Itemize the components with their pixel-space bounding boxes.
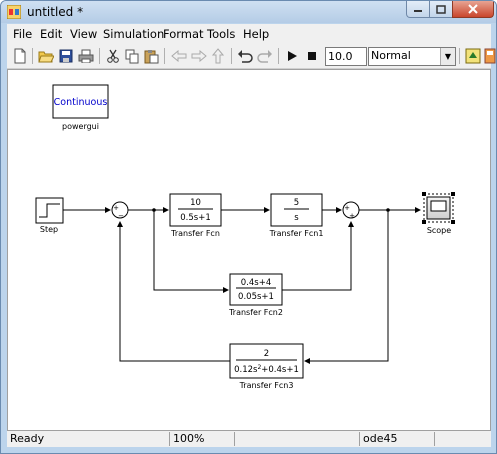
signal-tf2-to-sum2[interactable] [282, 221, 354, 291]
print-icon [78, 49, 94, 63]
branch-points [152, 208, 390, 212]
tf2-numerator: 0.4s+4 [241, 278, 271, 288]
scope-label: Scope [427, 226, 451, 235]
stop-icon [308, 52, 316, 60]
status-empty-2 [434, 432, 488, 446]
status-solver: ode45 [359, 432, 433, 446]
menu-help[interactable]: Help [243, 27, 270, 41]
sum2-plus-sign: + [344, 204, 350, 212]
open-button[interactable] [37, 47, 55, 65]
paste-icon [144, 49, 158, 63]
chevron-down-icon: ▼ [440, 48, 455, 65]
title-bar[interactable]: untitled * [1, 1, 496, 23]
new-file-icon [14, 48, 26, 64]
up-button[interactable] [209, 47, 227, 65]
sum1-minus-sign: − [118, 212, 124, 220]
start-simulation-button[interactable] [283, 47, 301, 65]
tf3-numerator: 2 [264, 349, 269, 359]
forward-button[interactable] [190, 47, 208, 65]
powergui-label: powergui [62, 122, 99, 131]
library-icon [484, 48, 496, 64]
tf-label: Transfer Fcn [170, 229, 220, 238]
toolbar: Normal ▼ [7, 44, 496, 69]
maximize-icon [436, 4, 446, 14]
menu-simulation[interactable]: Simulation [103, 27, 165, 41]
close-button[interactable] [452, 1, 494, 18]
signal-lines [63, 207, 421, 364]
tf3-label: Transfer Fcn3 [239, 381, 294, 390]
library-browser-button[interactable] [481, 47, 496, 65]
tf-numerator: 10 [190, 198, 201, 208]
transfer-fcn-block[interactable]: 10 0.5s+1 Transfer Fcn [169, 193, 222, 238]
copy-button[interactable] [123, 47, 141, 65]
stop-time-input[interactable] [325, 47, 367, 66]
step-label: Step [40, 225, 58, 234]
status-ready: Ready [10, 432, 45, 445]
back-button[interactable] [170, 47, 188, 65]
tf1-numerator: 5 [294, 198, 299, 208]
step-block[interactable]: Step [35, 197, 64, 234]
sum2-plus-sign-2: + [349, 212, 355, 220]
block-diagram: Continuous powergui Step + − 10 0.5s+1 [35, 84, 455, 390]
new-button[interactable] [11, 47, 29, 65]
open-folder-icon [38, 51, 54, 63]
sum-block-1[interactable]: + − [111, 201, 129, 220]
arrow-right-icon [191, 50, 207, 62]
simulink-app-icon [7, 5, 21, 19]
tf2-denominator: 0.05s+1 [238, 292, 274, 302]
status-bar: Ready 100% ode45 [7, 431, 491, 447]
signal-feedback-to-tf3[interactable] [304, 210, 389, 364]
simulation-mode-value: Normal [371, 49, 411, 62]
paste-button[interactable] [142, 47, 160, 65]
close-icon [468, 4, 478, 14]
arrow-up-icon [212, 48, 224, 64]
minimize-button[interactable] [406, 1, 430, 18]
minimize-icon [414, 10, 422, 12]
simulation-mode-select[interactable]: Normal ▼ [368, 47, 456, 66]
arrow-left-icon [171, 50, 187, 62]
menu-tools[interactable]: Tools [207, 27, 236, 41]
undo-button[interactable] [236, 47, 254, 65]
signal-branch-to-tf2[interactable] [153, 210, 229, 293]
build-button[interactable] [464, 47, 482, 65]
transfer-fcn2-block[interactable]: 0.4s+4 0.05s+1 Transfer Fcn2 [228, 273, 283, 317]
cut-button[interactable] [104, 47, 122, 65]
model-canvas[interactable]: Continuous powergui Step + − 10 0.5s+1 [7, 69, 491, 431]
copy-icon [125, 49, 138, 63]
undo-icon [238, 50, 253, 63]
powergui-block[interactable]: Continuous powergui [52, 84, 109, 131]
print-button[interactable] [77, 47, 95, 65]
transfer-fcn3-block[interactable]: 2 0.12s2+0.4s+1 Transfer Fcn3 [229, 343, 304, 390]
status-empty [234, 432, 358, 446]
cut-icon [107, 49, 119, 63]
sum1-plus-sign: + [113, 204, 119, 212]
menu-bar: File Edit View Simulation Format Tools H… [7, 24, 491, 44]
menu-format[interactable]: Format [163, 27, 204, 41]
redo-button[interactable] [256, 47, 274, 65]
redo-icon [257, 50, 272, 63]
tf-denominator: 0.5s+1 [180, 213, 210, 223]
tf1-denominator: s [294, 213, 299, 223]
tf2-label: Transfer Fcn2 [228, 308, 283, 317]
build-icon [465, 48, 481, 64]
stop-simulation-button[interactable] [303, 47, 321, 65]
sum-block-2[interactable]: + + [342, 201, 360, 220]
signal-tf3-to-sum1[interactable] [117, 221, 230, 362]
save-button[interactable] [57, 47, 75, 65]
scope-block[interactable]: Scope [422, 192, 455, 235]
window-title: untitled * [27, 5, 84, 19]
menu-edit[interactable]: Edit [40, 27, 63, 41]
maximize-button[interactable] [429, 1, 453, 18]
save-icon [59, 49, 73, 63]
tf1-label: Transfer Fcn1 [269, 229, 324, 238]
play-icon [288, 51, 297, 61]
menu-file[interactable]: File [13, 27, 33, 41]
menu-view[interactable]: View [70, 27, 98, 41]
transfer-fcn1-block[interactable]: 5 s Transfer Fcn1 [269, 193, 324, 238]
powergui-content: Continuous [54, 97, 108, 108]
status-zoom: 100% [169, 432, 233, 446]
tf3-denominator: 0.12s2+0.4s+1 [234, 364, 299, 375]
